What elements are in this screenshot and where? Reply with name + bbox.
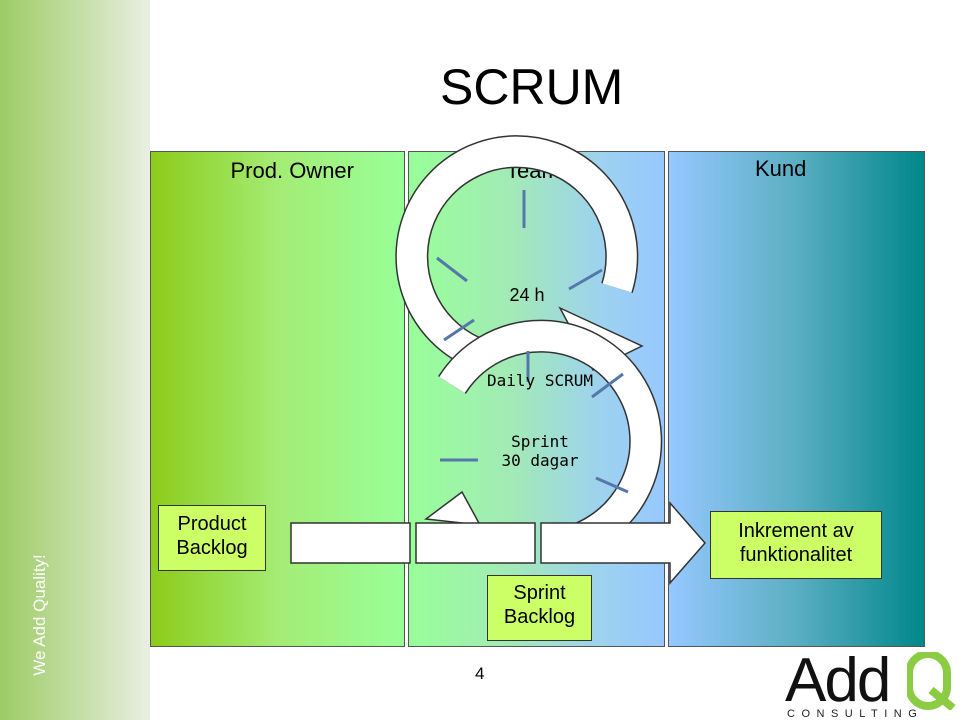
slide-title: SCRUM [440, 59, 624, 115]
daily-cycle-label: 24 h [509, 285, 545, 305]
panel-label-customer: Kund [755, 156, 807, 181]
sprint-backlog-line2: Backlog [503, 605, 576, 628]
company-logo: Add CONSULTING [785, 648, 960, 720]
page-number: 4 [475, 664, 485, 683]
logo-q-mark [907, 652, 956, 710]
sidebar-band: We Add Quality! [0, 0, 150, 720]
increment-line2: funktionalitet [739, 543, 853, 566]
sprint-caption-line1: Sprint [511, 432, 569, 451]
panel-label-product-owner: Prod. Owner [230, 158, 355, 183]
daily-scrum-caption: Daily SCRUM [487, 371, 593, 390]
flow-arrow [540, 501, 706, 585]
sprint-backlog-line1: Sprint [513, 582, 566, 604]
increment-box: Inkrement av funktionalitet [710, 511, 882, 579]
logo-tagline: CONSULTING [787, 708, 924, 720]
product-backlog-box: Product Backlog [158, 505, 266, 571]
sprint-caption: Sprint 30 dagar [470, 432, 610, 471]
flow-box-1 [290, 522, 411, 564]
flow-box-2 [415, 522, 536, 564]
increment-line1: Inkrement av [738, 520, 854, 542]
sprint-caption-line2: 30 dagar [501, 450, 579, 470]
product-backlog-line1: Product [177, 513, 247, 535]
sprint-backlog-box: Sprint Backlog [487, 575, 592, 641]
logo-wordmark: Add [785, 646, 891, 715]
product-backlog-line2: Backlog [176, 536, 248, 559]
